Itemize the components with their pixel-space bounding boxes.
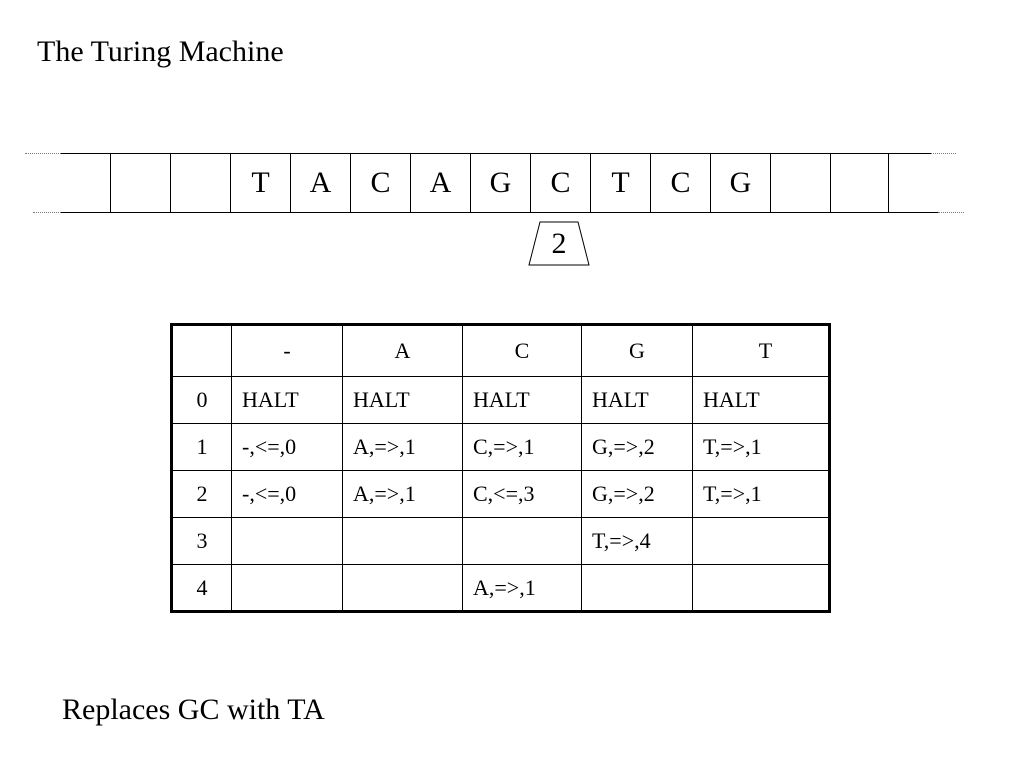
rule-cell: HALT [692,376,830,424]
rule-cell: T,=>,4 [581,517,693,565]
table-row: 0 HALT HALT HALT HALT HALT [171,376,830,424]
tape-bottom-edge-right [938,212,964,213]
rule-cell: A,=>,1 [342,470,463,518]
tape-cell: A [290,154,350,212]
tape-cell [110,154,170,212]
read-write-head: 2 [528,221,590,266]
tape-cell [770,154,830,212]
rule-cell: HALT [581,376,693,424]
rule-cell [231,517,343,565]
tape-cell: G [470,154,530,212]
rule-cell: T,=>,1 [692,470,830,518]
tape-cell [830,154,890,212]
header-cell-symbol: G [581,324,693,377]
state-cell: 4 [171,564,232,612]
header-cell-symbol: A [342,324,463,377]
state-cell: 2 [171,470,232,518]
rule-cell: C,=>,1 [462,423,582,471]
state-cell: 0 [171,376,232,424]
rule-cell [342,517,463,565]
table-row: 1 -,<=,0 A,=>,1 C,=>,1 G,=>,2 T,=>,1 [171,423,830,471]
tape-cell: G [710,154,770,212]
rule-cell: T,=>,1 [692,423,830,471]
header-cell-symbol: C [462,324,582,377]
slide-caption: Replaces GC with TA [62,693,325,726]
rule-cell: HALT [462,376,582,424]
rule-cell: G,=>,2 [581,470,693,518]
tape-cell: A [410,154,470,212]
tape-cell: C [530,154,590,212]
header-cell-corner [171,324,232,377]
rule-cell: A,=>,1 [462,564,582,612]
state-cell: 1 [171,423,232,471]
tape-cell [50,154,110,212]
rule-cell [342,564,463,612]
tape-cell-divider [888,154,889,212]
header-cell-symbol: - [231,324,343,377]
table-row: 4 A,=>,1 [171,564,830,612]
rule-cell: C,<=,3 [462,470,582,518]
tape-top-edge [61,153,931,154]
slide-title: The Turing Machine [37,35,284,68]
tape-bottom-edge [61,212,938,213]
rule-cell [581,564,693,612]
table-row: 3 T,=>,4 [171,517,830,565]
rule-cell: HALT [342,376,463,424]
table-header-row: - A C G T [171,324,830,377]
tape-cell: C [350,154,410,212]
rule-cell [692,564,830,612]
tape-cell: T [590,154,650,212]
head-shape [528,221,590,266]
rule-cell [462,517,582,565]
tape-top-edge-left [25,153,61,154]
rule-cell: -,<=,0 [231,470,343,518]
rule-cell: G,=>,2 [581,423,693,471]
rule-cell [231,564,343,612]
rule-cell: HALT [231,376,343,424]
rule-cell: A,=>,1 [342,423,463,471]
rule-cell: -,<=,0 [231,423,343,471]
tape-bottom-edge-left [33,212,61,213]
tape-cell [170,154,230,212]
tape-cell: T [230,154,290,212]
head-state: 2 [551,226,567,260]
rule-cell [692,517,830,565]
header-cell-symbol: T [692,324,830,377]
transition-table: - A C G T 0 HALT HALT HALT HALT HALT 1 -… [170,323,831,613]
tape-top-edge-right [931,153,956,154]
state-cell: 3 [171,517,232,565]
tape-cell: C [650,154,710,212]
table-row: 2 -,<=,0 A,=>,1 C,<=,3 G,=>,2 T,=>,1 [171,470,830,518]
